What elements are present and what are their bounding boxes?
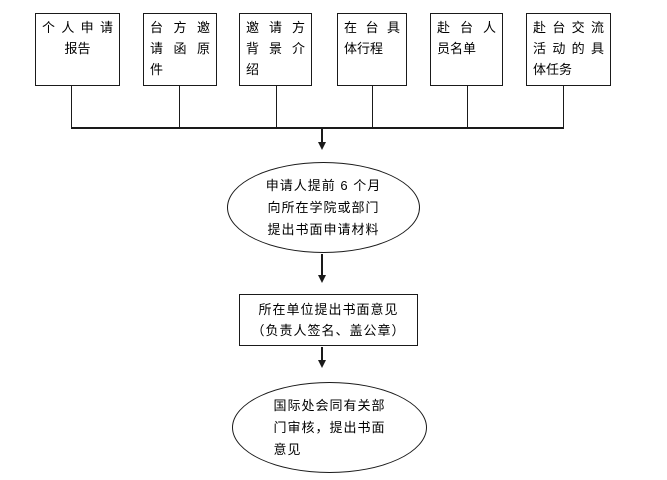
box-taiwan-itinerary: 在台具 体行程 bbox=[337, 13, 407, 86]
arrow-head-to-submit bbox=[318, 142, 326, 150]
box-line: 体任务 bbox=[533, 62, 573, 77]
box-line: 活动的具 bbox=[533, 41, 604, 56]
ellipse-submit-application: 申请人提前 6 个月 向所在学院或部门 提出书面申请材料 bbox=[227, 162, 420, 253]
shape-line: 向所在学院或部门 bbox=[267, 199, 380, 215]
arrow-shaft-to-submit bbox=[321, 129, 323, 143]
collector-line bbox=[71, 127, 564, 129]
box-inviter-background-introduction: 邀请方 背景介 绍 bbox=[239, 13, 312, 86]
box-line: 报告 bbox=[64, 41, 91, 56]
rect-unit-written-opinion: 所在单位提出书面意见 （负责人签名、盖公章） bbox=[239, 294, 418, 346]
shape-line: 所在单位提出书面意见 bbox=[258, 302, 399, 317]
ellipse-international-office-review: 国际处会同有关部 门审核，提出书面 意见 bbox=[232, 382, 427, 473]
shape-line: （负责人签名、盖公章） bbox=[251, 323, 406, 338]
box-line: 背景介 bbox=[246, 41, 305, 56]
box-line: 体行程 bbox=[344, 41, 384, 56]
shape-line: 意见 bbox=[273, 441, 302, 457]
arrow-shaft-to-review bbox=[321, 347, 323, 361]
box-line: 邀请方 bbox=[246, 20, 305, 35]
box-line: 请函原 bbox=[150, 41, 210, 56]
box-line: 件 bbox=[150, 62, 164, 77]
arrow-head-to-unit-opinion bbox=[318, 275, 326, 283]
box-taiwan-invitation-letter-original: 台方邀 请函原 件 bbox=[143, 13, 217, 86]
box-line: 赴台人 bbox=[437, 20, 496, 35]
box-taiwan-personnel-list: 赴台人 员名单 bbox=[430, 13, 503, 86]
connector-stub-3 bbox=[276, 86, 277, 127]
connector-stub-4 bbox=[372, 86, 373, 127]
arrow-head-to-review bbox=[318, 360, 326, 368]
connector-stub-5 bbox=[467, 86, 468, 127]
box-personal-application-report: 个人申请 报告 bbox=[35, 13, 120, 86]
box-line: 个人申请 bbox=[42, 20, 113, 35]
shape-line: 门审核，提出书面 bbox=[273, 419, 386, 435]
box-line: 员名单 bbox=[437, 41, 477, 56]
shape-line: 国际处会同有关部 bbox=[273, 397, 386, 413]
shape-line: 提出书面申请材料 bbox=[267, 221, 380, 237]
box-line: 台方邀 bbox=[150, 20, 210, 35]
box-line: 在台具 bbox=[344, 20, 400, 35]
connector-stub-1 bbox=[71, 86, 72, 127]
connector-stub-6 bbox=[563, 86, 564, 127]
connector-stub-2 bbox=[179, 86, 180, 127]
box-line: 赴台交流 bbox=[533, 20, 604, 35]
shape-line: 申请人提前 6 个月 bbox=[265, 177, 382, 193]
box-line: 绍 bbox=[246, 62, 260, 77]
box-taiwan-exchange-tasks: 赴台交流 活动的具 体任务 bbox=[526, 13, 611, 86]
arrow-shaft-to-unit-opinion bbox=[321, 254, 323, 276]
